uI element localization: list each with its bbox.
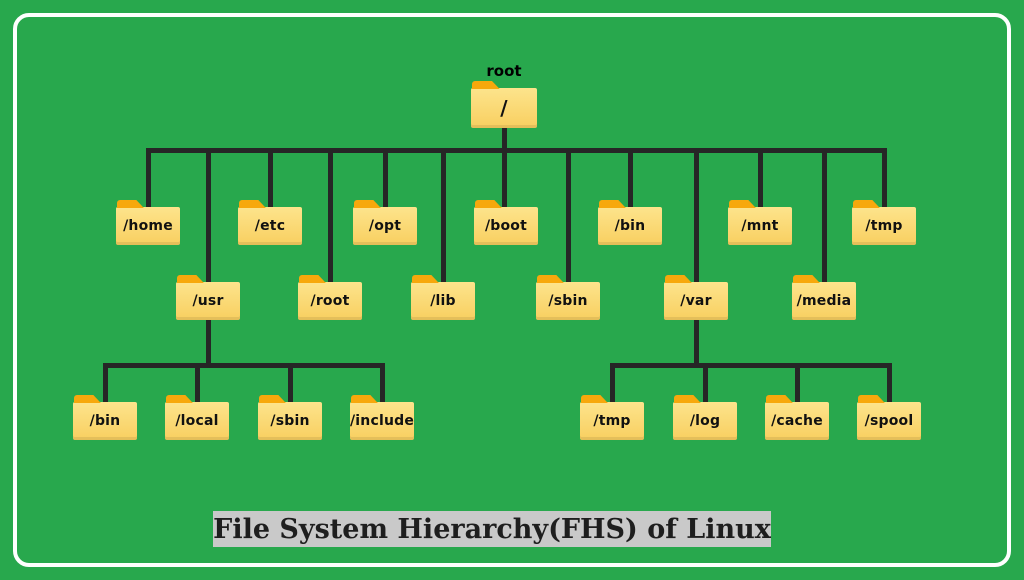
folder-level2-root: /root [298, 282, 362, 320]
connector-level2-0 [205, 148, 211, 282]
folder-var-spool: /spool [857, 402, 921, 440]
folder-level2-media: /media [792, 282, 856, 320]
folder-level2-usr: /usr [176, 282, 240, 320]
connector-var-child-1 [702, 363, 708, 402]
folder-usr-include: /include [350, 402, 414, 440]
folder-label: /etc [254, 218, 286, 234]
root-node-label: root [486, 62, 522, 80]
folder-label: /local [175, 413, 219, 429]
connector-var-bus [609, 363, 892, 368]
folder-label: /sbin [548, 293, 588, 309]
folder-var-tmp: /tmp [580, 402, 644, 440]
folder-var-log: /log [673, 402, 737, 440]
connector-usr-trunk [205, 320, 211, 363]
connector-var-trunk [693, 320, 699, 363]
folder-label: /home [123, 218, 173, 234]
connector-level1-2 [382, 148, 388, 207]
connector-root-trunk [501, 126, 507, 207]
folder-label: /opt [368, 218, 402, 234]
folder-label: /usr [192, 293, 224, 309]
folder-level1-tmp: /tmp [852, 207, 916, 245]
folder-level1-mnt: /mnt [728, 207, 792, 245]
folder-label: /mnt [741, 218, 779, 234]
folder-label: /media [796, 293, 852, 309]
connector-main-bus [145, 148, 887, 153]
folder-level2-lib: /lib [411, 282, 475, 320]
connector-level2-4 [693, 148, 699, 282]
connector-level2-2 [440, 148, 446, 282]
folder-label: /var [680, 293, 712, 309]
folder-label: /sbin [270, 413, 310, 429]
connector-level1-5 [757, 148, 763, 207]
connector-level2-3 [565, 148, 571, 282]
root-folder-text: / [500, 96, 508, 120]
connector-var-child-0 [609, 363, 615, 402]
folder-label: /tmp [865, 218, 903, 234]
folder-label: /boot [484, 218, 528, 234]
folder-level1-boot: /boot [474, 207, 538, 245]
folder-var-cache: /cache [765, 402, 829, 440]
folder-level1-home: /home [116, 207, 180, 245]
connector-usr-child-0 [102, 363, 108, 402]
folder-label: /log [689, 413, 721, 429]
connector-level1-4 [627, 148, 633, 207]
folder-usr-sbin: /sbin [258, 402, 322, 440]
folder-label: /bin [614, 218, 646, 234]
folder-level2-sbin: /sbin [536, 282, 600, 320]
folder-label: /lib [430, 293, 456, 309]
connector-usr-child-2 [287, 363, 293, 402]
folder-root: / [471, 88, 537, 128]
connector-var-child-2 [794, 363, 800, 402]
title-bar: File System Hierarchy(FHS) of Linux [213, 511, 771, 547]
folder-usr-bin: /bin [73, 402, 137, 440]
connector-var-child-3 [886, 363, 892, 402]
folder-level2-var: /var [664, 282, 728, 320]
folder-label: /include [349, 413, 415, 429]
diagram-title: File System Hierarchy(FHS) of Linux [213, 513, 771, 545]
folder-label: /cache [771, 413, 823, 429]
folder-label: /root [310, 293, 350, 309]
folder-label: /tmp [593, 413, 631, 429]
folder-usr-local: /local [165, 402, 229, 440]
folder-level1-etc: /etc [238, 207, 302, 245]
connector-level1-1 [267, 148, 273, 207]
connector-level2-1 [327, 148, 333, 282]
connector-usr-child-1 [194, 363, 200, 402]
connector-level1-0 [145, 148, 151, 207]
connector-usr-child-3 [379, 363, 385, 402]
folder-level1-opt: /opt [353, 207, 417, 245]
connector-usr-bus [102, 363, 385, 368]
connector-level2-5 [821, 148, 827, 282]
connector-level1-6 [881, 148, 887, 207]
folder-label: /bin [89, 413, 121, 429]
folder-level1-bin: /bin [598, 207, 662, 245]
folder-label: /spool [864, 413, 914, 429]
